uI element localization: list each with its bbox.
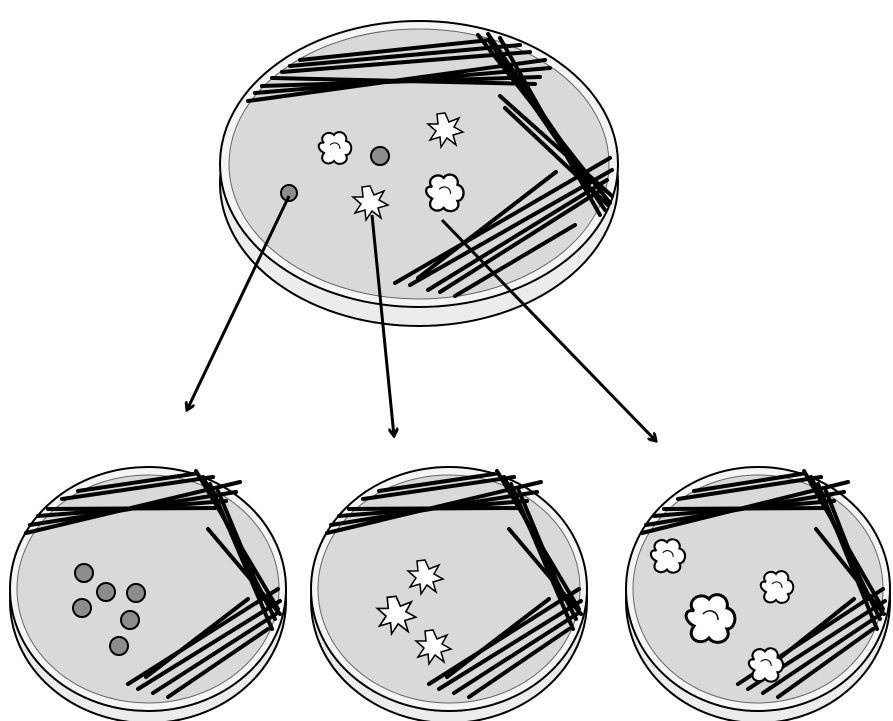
subculture-plate-3 [626,467,890,721]
round-gray-colony [121,611,139,629]
round-gray-colony [110,637,128,655]
round-gray-colony [371,147,389,165]
round-gray-colony [73,599,91,617]
subculture-plate-1 [10,467,286,721]
subculture-plate-2 [311,467,587,721]
irregular-white-colony [761,571,794,603]
irregular-white-colony [426,175,463,212]
round-gray-colony [75,564,93,582]
round-gray-colony [97,583,115,601]
source-plate [220,21,618,326]
source-plate-agar [229,29,609,299]
irregular-white-colony [686,595,735,643]
irregular-white-colony [651,539,685,572]
round-gray-colony [127,584,145,602]
irregular-white-colony [749,648,783,681]
irregular-white-colony [319,132,352,164]
